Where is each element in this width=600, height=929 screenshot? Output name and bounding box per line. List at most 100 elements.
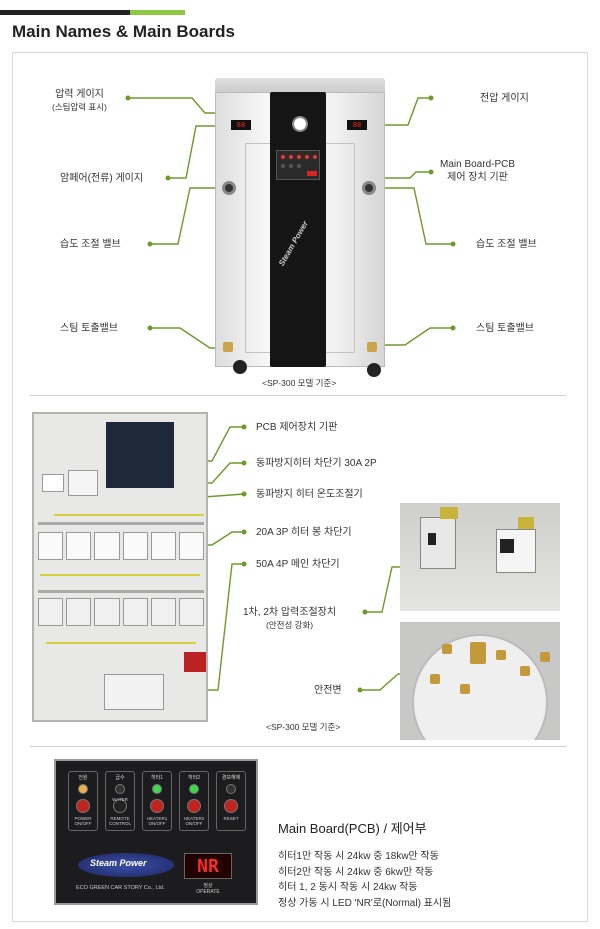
water-label: WATER (112, 797, 128, 802)
pressure-switch-2 (496, 529, 536, 573)
label-pressure-gauge-text: 압력 게이지 (55, 89, 104, 100)
brass-fitting (518, 517, 534, 529)
electrical-panel-photo (32, 412, 208, 722)
push-button-icon[interactable] (224, 799, 238, 813)
label-steam-valve-right: 스팀 토출밸브 (476, 323, 534, 334)
caster-left-icon (233, 360, 247, 374)
board-button-top-label: 경보해제 (221, 775, 241, 781)
humidity-valve-right-icon (362, 181, 376, 195)
brass-fitting (540, 652, 550, 662)
label-ammeter: 암페어(전류) 게이지 (60, 173, 144, 184)
label-pressure-control: 1차, 2차 압력조절장치 (안전성 강화) (243, 606, 336, 632)
led-indicator-icon (152, 784, 162, 794)
content-frame (12, 52, 588, 922)
steam-valve-left-icon (223, 342, 233, 352)
pressure-controller-photo (400, 503, 560, 611)
label-pcb: PCB 제어장치 기판 (256, 422, 338, 433)
push-button-icon[interactable] (150, 799, 164, 813)
breaker-row-2 (38, 598, 205, 626)
board-button[interactable]: 경보해제 RESET (216, 771, 246, 831)
brass-fitting (470, 642, 486, 664)
push-button-icon[interactable] (187, 799, 201, 813)
machine-front-stripe (270, 92, 326, 367)
label-pressure-gauge-sub: (스팀압력 표시) (52, 102, 107, 112)
label-freeze-breaker: 동파방지히터 차단기 30A 2P (256, 458, 377, 469)
led-display-label: 정상 OPERATE (184, 883, 232, 895)
wire (40, 574, 200, 576)
safety-valve-photo (400, 622, 560, 740)
title-accent-green (130, 10, 185, 15)
label-main-board: Main Board-PCB 제어 장치 기판 (440, 158, 515, 184)
main-breaker (104, 674, 164, 710)
led-indicator-icon (78, 784, 88, 794)
board-button[interactable]: 전원 POWER ON/OFF (68, 771, 98, 831)
board-button-top-label: 히터2 (188, 775, 200, 781)
machine-top (215, 78, 385, 96)
label-heater-breaker: 20A 3P 히터 봉 차단기 (256, 527, 352, 538)
wire (46, 642, 196, 644)
brass-fitting (460, 684, 470, 694)
label-voltage-gauge: 전압 게이지 (480, 93, 529, 104)
label-pressure-gauge: 압력 게이지 (스팀압력 표시) (52, 88, 107, 114)
section-divider-1 (30, 395, 566, 396)
label-main-breaker: 50A 4P 메인 차단기 (256, 559, 340, 570)
label-steam-valve-left: 스팀 토출밸브 (60, 323, 118, 334)
label-humidity-valve-left: 습도 조절 밸브 (60, 239, 121, 250)
company-name: ECO GREEN CAR STORY Co., Ltd. (76, 885, 165, 891)
pressure-switch-1 (420, 517, 456, 569)
control-board-photo: Steam Power ECO GREEN CAR STORY Co., Ltd… (54, 759, 258, 905)
brand-logo (78, 853, 174, 877)
label-freeze-thermostat: 동파방지 히터 온도조절기 (256, 489, 363, 500)
wire (54, 514, 204, 516)
push-button-icon[interactable] (76, 799, 90, 813)
label-safety-valve: 안전변 (314, 685, 342, 696)
pressure-gauge-icon (292, 116, 308, 132)
humidity-valve-left-icon (222, 181, 236, 195)
terminal-block (184, 652, 206, 672)
title-accent-bar (0, 10, 185, 15)
din-rail-1 (38, 522, 204, 525)
steam-machine-illustration: 88 88 Steam Power (215, 78, 385, 377)
steam-valve-right-icon (367, 342, 377, 352)
brass-fitting (520, 666, 530, 676)
page-title: Main Names & Main Boards (12, 22, 235, 41)
brass-fitting (440, 507, 458, 519)
label-humidity-valve-right: 습도 조절 밸브 (476, 239, 537, 250)
board-button-bottom-label: RESET (223, 816, 239, 821)
board-button-top-label: 전원 (78, 775, 88, 781)
switch-knob (428, 533, 436, 545)
led-indicator-icon (226, 784, 236, 794)
board-button-top-label: 히터1 (151, 775, 163, 781)
brass-fitting (496, 650, 506, 660)
section-divider-2 (30, 746, 566, 747)
label-pressure-control-sub: (안전성 강화) (265, 620, 314, 630)
push-button-icon[interactable] (113, 799, 127, 813)
caption-model-1: <SP-300 모델 기준> (262, 378, 337, 388)
board-button-bottom-label: POWER ON/OFF (74, 816, 92, 826)
voltmeter-display: 88 (347, 120, 367, 130)
led-label-en: OPERATE (196, 889, 220, 895)
board-button-bottom-label: HEATER1 ON/OFF (146, 816, 168, 826)
description-line: 히터2만 작동 시 24kw 중 6kw만 작동 (278, 866, 434, 878)
led-indicator-icon (115, 784, 125, 794)
heater-breaker-row (38, 532, 205, 560)
description-line: 히터 1, 2 동시 작동 시 24kw 작동 (278, 882, 418, 893)
machine-control-panel (276, 150, 320, 180)
ammeter-display: 88 (231, 120, 251, 130)
description-line: 히터1만 작동 시 24kw 중 18kw만 작동 (278, 851, 439, 862)
label-pressure-control-text: 1차, 2차 압력조절장치 (243, 607, 337, 618)
thermostat (42, 474, 64, 492)
led-indicator-icon (189, 784, 199, 794)
din-rail-2 (38, 590, 204, 593)
description-line: 정상 가동 시 LED 'NR'로(Normal) 표시됨 (278, 897, 452, 909)
brand-logo-text: Steam Power (90, 858, 147, 868)
led-label-ko: 정상 (203, 883, 213, 889)
switch-knob (500, 539, 514, 553)
led-display: NR (184, 853, 232, 879)
caption-model-2: <SP-300 모델 기준> (266, 722, 341, 732)
main-board-title: Main Board(PCB) / 제어부 (278, 821, 427, 836)
pcb-board (106, 422, 174, 488)
